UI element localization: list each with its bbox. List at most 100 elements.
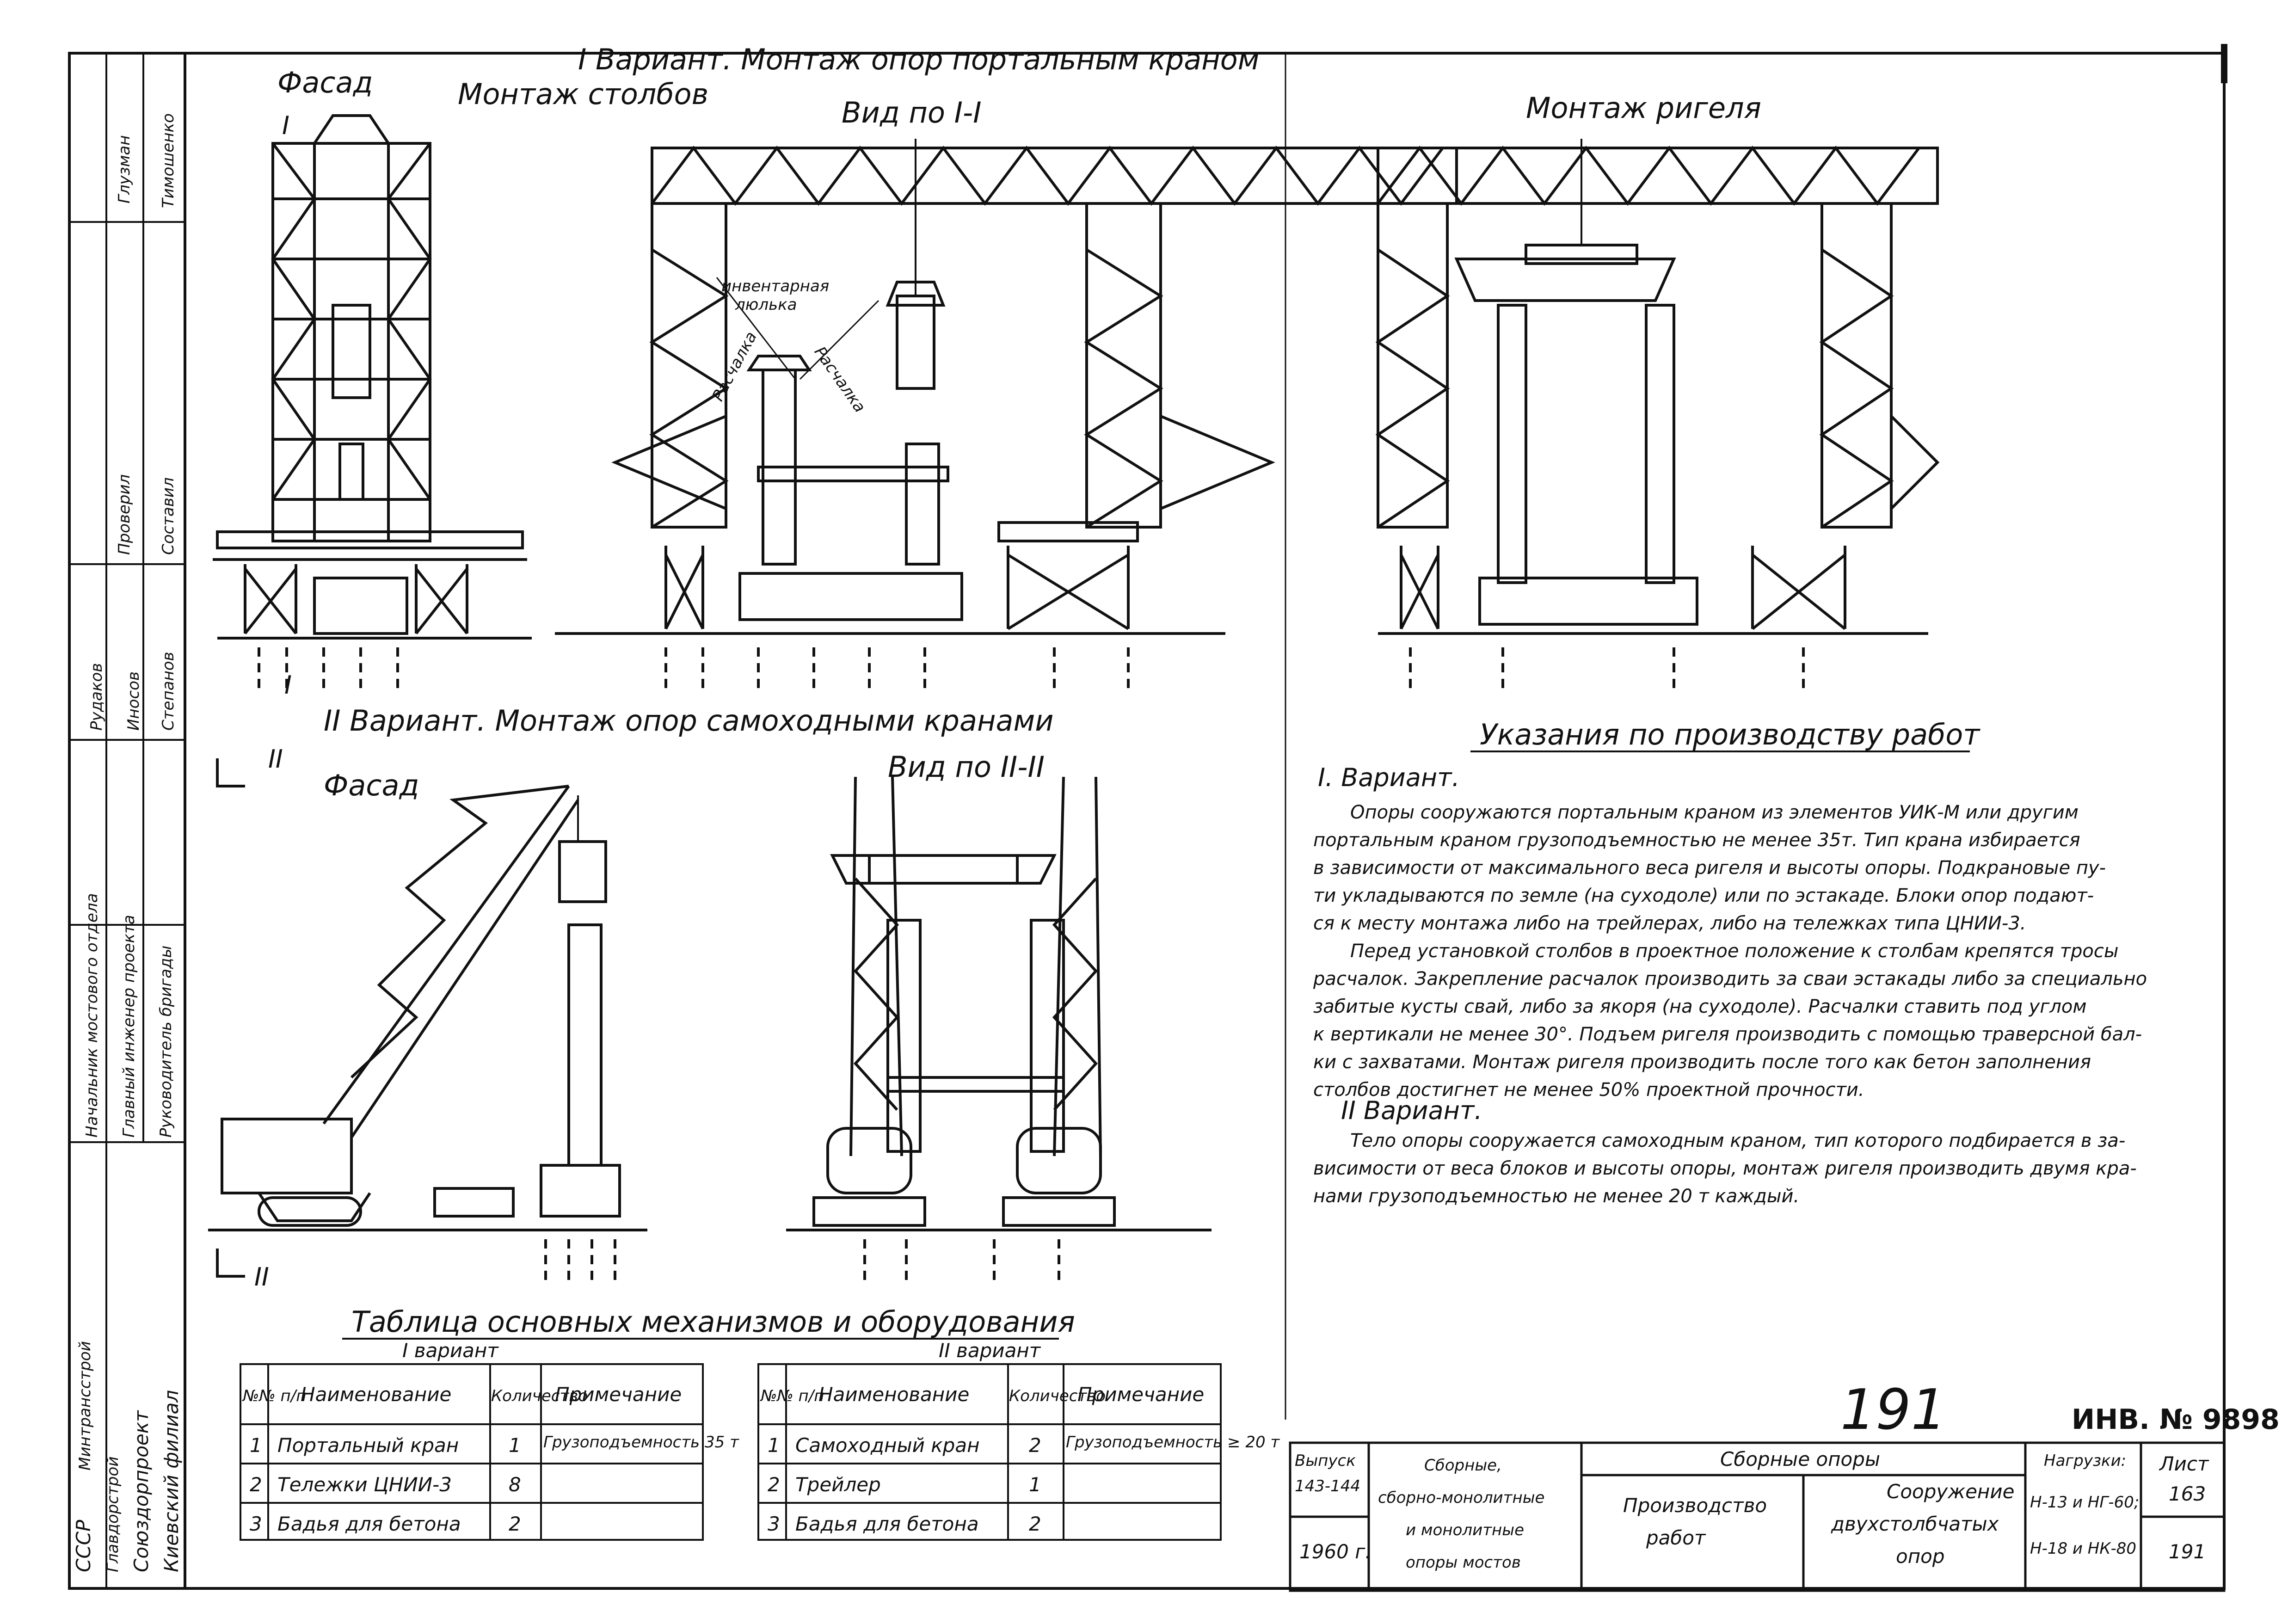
instructions-v1-line: в зависимости от максимального веса риге… — [1313, 857, 2106, 879]
label-cradle-1: инвентарная — [721, 277, 829, 295]
title-page-value: 191 — [2169, 1540, 2206, 1563]
equipment-v1-header-note: Примечание — [555, 1383, 682, 1406]
facade1-title: Фасад — [277, 66, 373, 99]
table-row-v2-3-name: Бадья для бетона — [795, 1513, 979, 1535]
variant2-heading: II Вариант. Монтаж опор самоходными кран… — [324, 704, 1054, 738]
view-II-title: Вид по II-II — [888, 750, 1045, 784]
table-row-v2-1-qty: 2 — [1029, 1434, 1041, 1457]
title-issue-label: Выпуск — [1295, 1452, 1356, 1470]
sheet-number: 191 — [1840, 1378, 1946, 1442]
equipment-v1-caption: I вариант — [402, 1339, 499, 1362]
label-cradle-2: люлька — [735, 295, 797, 314]
table-row-v2-2-name: Трейлер — [795, 1473, 881, 1496]
view-II-mobile-cranes — [786, 776, 1212, 1286]
title-group: Сборные опоры — [1720, 1448, 1880, 1470]
instructions-v1-line: ти укладываются по земле (на суходоле) и… — [1313, 885, 2094, 906]
title-sheet-label: Лист — [2159, 1452, 2209, 1475]
section-mark-I-top: I — [282, 111, 289, 140]
crossbeam-title: Монтаж ригеля — [1526, 91, 1761, 125]
instructions-v1-line: столбов достигнет не менее 50% проектной… — [1313, 1079, 1864, 1101]
equipment-v2-header-note: Примечание — [1077, 1383, 1204, 1406]
equipment-table-v2-grid — [757, 1363, 1222, 1541]
stamp-role-1: Начальник мостового отдела — [83, 893, 101, 1138]
title-loads-label: Нагрузки: — [2044, 1452, 2126, 1470]
title-section-line: Производство — [1623, 1494, 1767, 1517]
title-block — [1289, 1441, 2226, 1592]
section-mark-II-bottom: II — [254, 1262, 269, 1292]
title-structure-line: Сооружение — [1887, 1480, 2015, 1503]
side-stamp-text: Тимошенко Глузман Составил Проверил Степ… — [72, 113, 183, 1572]
stamp-compiled: Составил — [159, 477, 178, 555]
title-section-line: работ — [1646, 1526, 1706, 1549]
title-sheet-value: 163 — [2169, 1483, 2206, 1505]
stamp-role-2: Главный инженер проекта — [120, 915, 138, 1138]
stamp-name-stepanov: Степанов — [159, 652, 178, 731]
title-structure-line: опор — [1896, 1545, 1945, 1568]
title-loads-line: Н-13 и НГ-60; — [2030, 1493, 2139, 1512]
equipment-v2-caption: II вариант — [939, 1339, 1041, 1362]
table-row-v1-1-no: 1 — [250, 1434, 262, 1457]
title-series-line: Сборные, — [1424, 1456, 1502, 1475]
stamp-name-rudakov: Рудаков — [87, 663, 106, 731]
inventory-number: ИНВ. № 9898 — [2072, 1403, 2280, 1436]
instructions-v1-line: Опоры сооружаются портальным краном из э… — [1350, 802, 2079, 823]
title-series-line: сборно-монолитные — [1378, 1489, 1544, 1507]
view-I-portal-crane — [555, 139, 1458, 694]
instructions-v1-line: расчалок. Закрепление расчалок производи… — [1313, 968, 2147, 990]
equipment-v1-header-qty: Количество — [491, 1387, 588, 1405]
equipment-v2-header-qty: Количество — [1009, 1387, 1106, 1405]
title-issue: 143-144 — [1295, 1477, 1360, 1495]
instructions-v1-line: ки с захватами. Монтаж ригеля производит… — [1313, 1052, 2091, 1073]
equipment-table-v1-grid — [240, 1363, 704, 1541]
instructions-title: Указания по производству работ — [1480, 718, 1980, 751]
title-series-line: и монолитные — [1406, 1521, 1524, 1539]
variant1-heading: I Вариант. Монтаж опор портальным краном — [578, 43, 1259, 76]
stamp-org-5: Киевский филиал — [160, 1390, 183, 1572]
instructions-v2-line: Тело опоры сооружается самоходным краном… — [1350, 1130, 2125, 1151]
instructions-v1-line: к вертикали не менее 30°. Подъем ригеля … — [1313, 1024, 2142, 1045]
equipment-v2-header-name: Наименование — [818, 1383, 969, 1406]
table-row-v2-1-no: 1 — [768, 1434, 780, 1457]
table-row-v1-1-name: Портальный кран — [277, 1434, 459, 1457]
instructions-v1-line: Перед установкой столбов в проектное пол… — [1350, 941, 2118, 962]
stamp-org-2: Минтрансстрой — [76, 1341, 94, 1470]
stamp-org-3: Главдорстрой — [104, 1457, 122, 1572]
equipment-table-title: Таблица основных механизмов и оборудован… — [351, 1305, 1075, 1339]
side-stamp — [69, 53, 185, 1588]
table-row-v1-3-no: 3 — [250, 1513, 262, 1535]
table-row-v1-1-note: Грузоподъемность 35 т — [543, 1433, 739, 1452]
view-I-title: Вид по I-I — [842, 96, 982, 129]
equipment-v1-header-name: Наименование — [301, 1383, 451, 1406]
stamp-name-gluzman: Глузман — [115, 135, 134, 203]
facade2-mobile-crane — [208, 758, 647, 1286]
table-row-v1-1-qty: 1 — [509, 1434, 521, 1457]
table-row-v2-1-name: Самоходный кран — [795, 1434, 980, 1457]
instructions-v2-heading: II Вариант. — [1341, 1096, 1482, 1125]
table-row-v1-2-no: 2 — [250, 1473, 262, 1496]
section-mark-II-top: II — [268, 744, 283, 774]
table-row-v2-3-no: 3 — [768, 1513, 780, 1535]
table-row-v1-3-qty: 2 — [509, 1513, 521, 1535]
label-guy-right: Расчалка — [811, 343, 869, 416]
table-row-v1-3-name: Бадья для бетона — [277, 1513, 461, 1535]
instructions-v2-line: висимости от веса блоков и высоты опоры,… — [1313, 1158, 2137, 1179]
title-series-line: опоры мостов — [1406, 1553, 1521, 1572]
stamp-name-timoshenko: Тимошенко — [159, 113, 178, 208]
facade1-tower — [213, 114, 532, 694]
stamp-org-1: СССР — [72, 1519, 95, 1572]
instructions-v1-line: ся к месту монтажа либо на трейлерах, ли… — [1313, 913, 2026, 934]
title-structure-line: двухстолбчатых — [1831, 1513, 1999, 1535]
sheet-frame — [68, 44, 2227, 1590]
table-row-v1-2-name: Тележки ЦНИИ-3 — [277, 1473, 452, 1496]
equipment-v1-header-no: №№ п/п — [242, 1387, 306, 1405]
title-year: 1960 г. — [1299, 1540, 1371, 1563]
stamp-checked: Проверил — [115, 474, 134, 555]
title-loads-line: Н-18 и НК-80 — [2030, 1539, 2136, 1558]
instructions-v1-heading: I. Вариант. — [1318, 763, 1460, 792]
instructions-v1-line: забитые кусты свай, либо за якоря (на су… — [1313, 996, 2087, 1017]
instructions-v2-line: нами грузоподъемностью не менее 20 т каж… — [1313, 1186, 1799, 1207]
columns-title: Монтаж столбов — [458, 77, 708, 111]
stamp-name-inosov: Иносов — [124, 671, 143, 731]
table-row-v2-1-note: Грузоподъемность ≥ 20 т — [1066, 1433, 1280, 1452]
